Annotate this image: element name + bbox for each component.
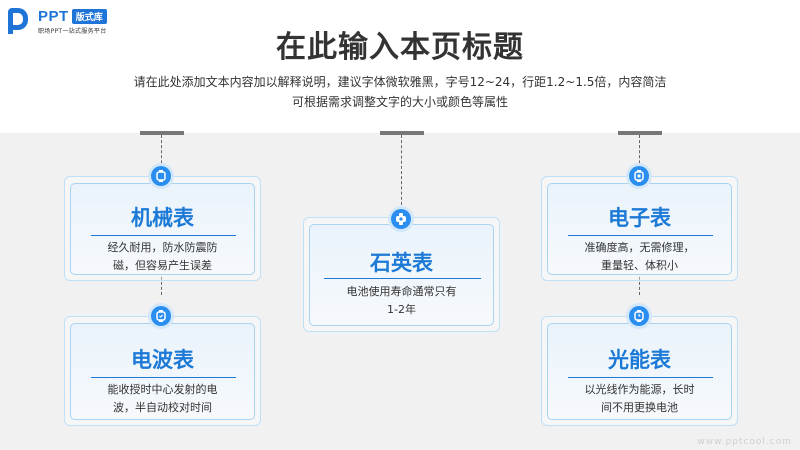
- card-divider: [324, 278, 481, 279]
- card-divider: [91, 235, 236, 236]
- card-text: 以光线作为能源，长时 间不用更换电池: [584, 383, 695, 414]
- card-quartz-watch: 石英表 电池使用寿命通常只有 1-2年: [309, 224, 494, 326]
- card-text: 能收授时中心发射的电 波，半自动校对时间: [107, 383, 218, 414]
- card-mechanical-watch: 机械表 经久耐用，防水防震防 磁，但容易产生误差: [70, 183, 255, 275]
- card-divider: [91, 377, 236, 378]
- card-divider: [568, 235, 713, 236]
- connector-line-center: [401, 135, 402, 210]
- card-title: 机械表: [131, 206, 194, 230]
- card-title: 电波表: [131, 348, 194, 372]
- card-solar-watch: 光能表 以光线作为能源，长时 间不用更换电池: [547, 323, 732, 420]
- page-title: 在此输入本页标题: [276, 30, 524, 65]
- logo: PPT 版式库 职场PPT一站式服务平台: [8, 8, 107, 35]
- connector-bar-right: [618, 131, 662, 135]
- card-text: 准确度高，无需修理， 重量轻、体积小: [584, 241, 695, 272]
- card-electronic-watch: 电子表 准确度高，无需修理， 重量轻、体积小: [547, 183, 732, 275]
- watch-icon: [391, 209, 411, 229]
- watermark: www.pptcool.com: [697, 437, 792, 447]
- card-text: 电池使用寿命通常只有 1-2年: [346, 285, 457, 316]
- subtitle-line-1: 请在此处添加文本内容加以解释说明，建议字体微软雅黑，字号12~24，行距1.2~…: [133, 75, 667, 89]
- watch-icon: [629, 306, 649, 326]
- card-radio-watch: 电波表 能收授时中心发射的电 波，半自动校对时间: [70, 323, 255, 420]
- connector-bar-left: [140, 131, 184, 135]
- subtitle-line-2: 可根据需求调整文字的大小或颜色等属性: [291, 95, 508, 109]
- card-title: 石英表: [370, 251, 433, 275]
- watch-icon: [629, 166, 649, 186]
- page-subtitle: 请在此处添加文本内容加以解释说明，建议字体微软雅黑，字号12~24，行距1.2~…: [100, 72, 700, 112]
- connector-bar-center: [380, 131, 424, 135]
- card-title: 电子表: [608, 206, 671, 230]
- card-divider: [568, 377, 713, 378]
- card-title: 光能表: [608, 348, 671, 372]
- logo-badge: 版式库: [71, 9, 107, 24]
- watch-icon: [151, 306, 171, 326]
- card-text: 经久耐用，防水防震防 磁，但容易产生误差: [107, 241, 218, 272]
- logo-tagline: 职场PPT一站式服务平台: [38, 28, 107, 35]
- watch-icon: [151, 166, 171, 186]
- logo-brand: PPT: [38, 8, 69, 25]
- logo-mark-icon: [8, 8, 34, 34]
- header-area: [0, 0, 800, 133]
